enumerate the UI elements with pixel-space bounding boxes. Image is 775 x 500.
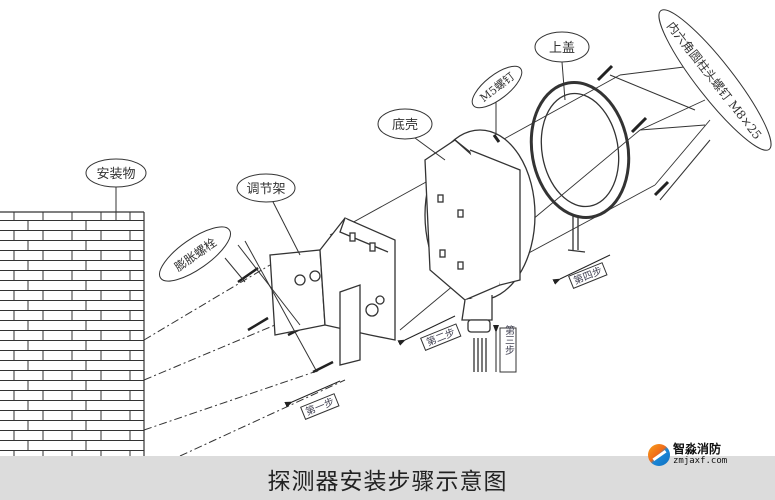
label-bracket: 调节架 — [246, 182, 285, 197]
brick-wall — [0, 211, 145, 456]
callout-leaders — [115, 61, 711, 373]
adjustable-bracket — [269, 217, 396, 366]
step-3-label: 第三步 — [503, 324, 515, 355]
label-hex-screw: 内六角圆柱头螺钉 M8×25 — [664, 19, 765, 143]
callout-bracket: 调节架 — [236, 173, 296, 203]
step-4: 第四步 — [552, 254, 611, 289]
installation-diagram: 安装物 膨胀螺栓 调节架 底壳 M5螺钉 上盖 内六角圆柱头螺钉 M8×25 第… — [0, 9, 772, 456]
callout-base-shell: 底壳 — [377, 108, 433, 140]
svg-text:第二步: 第二步 — [424, 326, 457, 349]
step-2: 第二步 — [397, 315, 462, 351]
svg-text:第四步: 第四步 — [571, 264, 604, 287]
callout-m5-screw: M5螺钉 — [471, 65, 523, 109]
m5-screw — [492, 134, 501, 143]
callout-expansion-bolt: 膨胀螺栓 — [159, 226, 231, 282]
hex-screws — [596, 64, 670, 197]
brand-logo-icon — [648, 444, 670, 466]
callout-wall: 安装物 — [85, 158, 147, 188]
alignment-lines — [143, 264, 346, 456]
brand-url: zmjaxf.com — [673, 456, 728, 466]
label-top-cover: 上盖 — [549, 41, 575, 56]
step-3: 第三步 — [493, 324, 517, 373]
label-wall: 安装物 — [96, 167, 135, 182]
callout-top-cover: 上盖 — [534, 31, 590, 63]
base-shell — [424, 129, 536, 372]
brand-name: 智淼消防 — [673, 442, 722, 456]
label-base-shell: 底壳 — [392, 117, 418, 133]
caption-bar: 探测器安装步骤示意图 — [0, 456, 775, 500]
watermark-logo: 智淼消防 zmjaxf.com — [648, 443, 727, 467]
diagram-title: 探测器安装步骤示意图 — [267, 469, 508, 495]
top-cover — [529, 81, 631, 253]
svg-text:第一步: 第一步 — [303, 395, 336, 418]
step-1: 第一步 — [284, 380, 341, 420]
callout-hex-screw: 内六角圆柱头螺钉 M8×25 — [658, 9, 772, 151]
